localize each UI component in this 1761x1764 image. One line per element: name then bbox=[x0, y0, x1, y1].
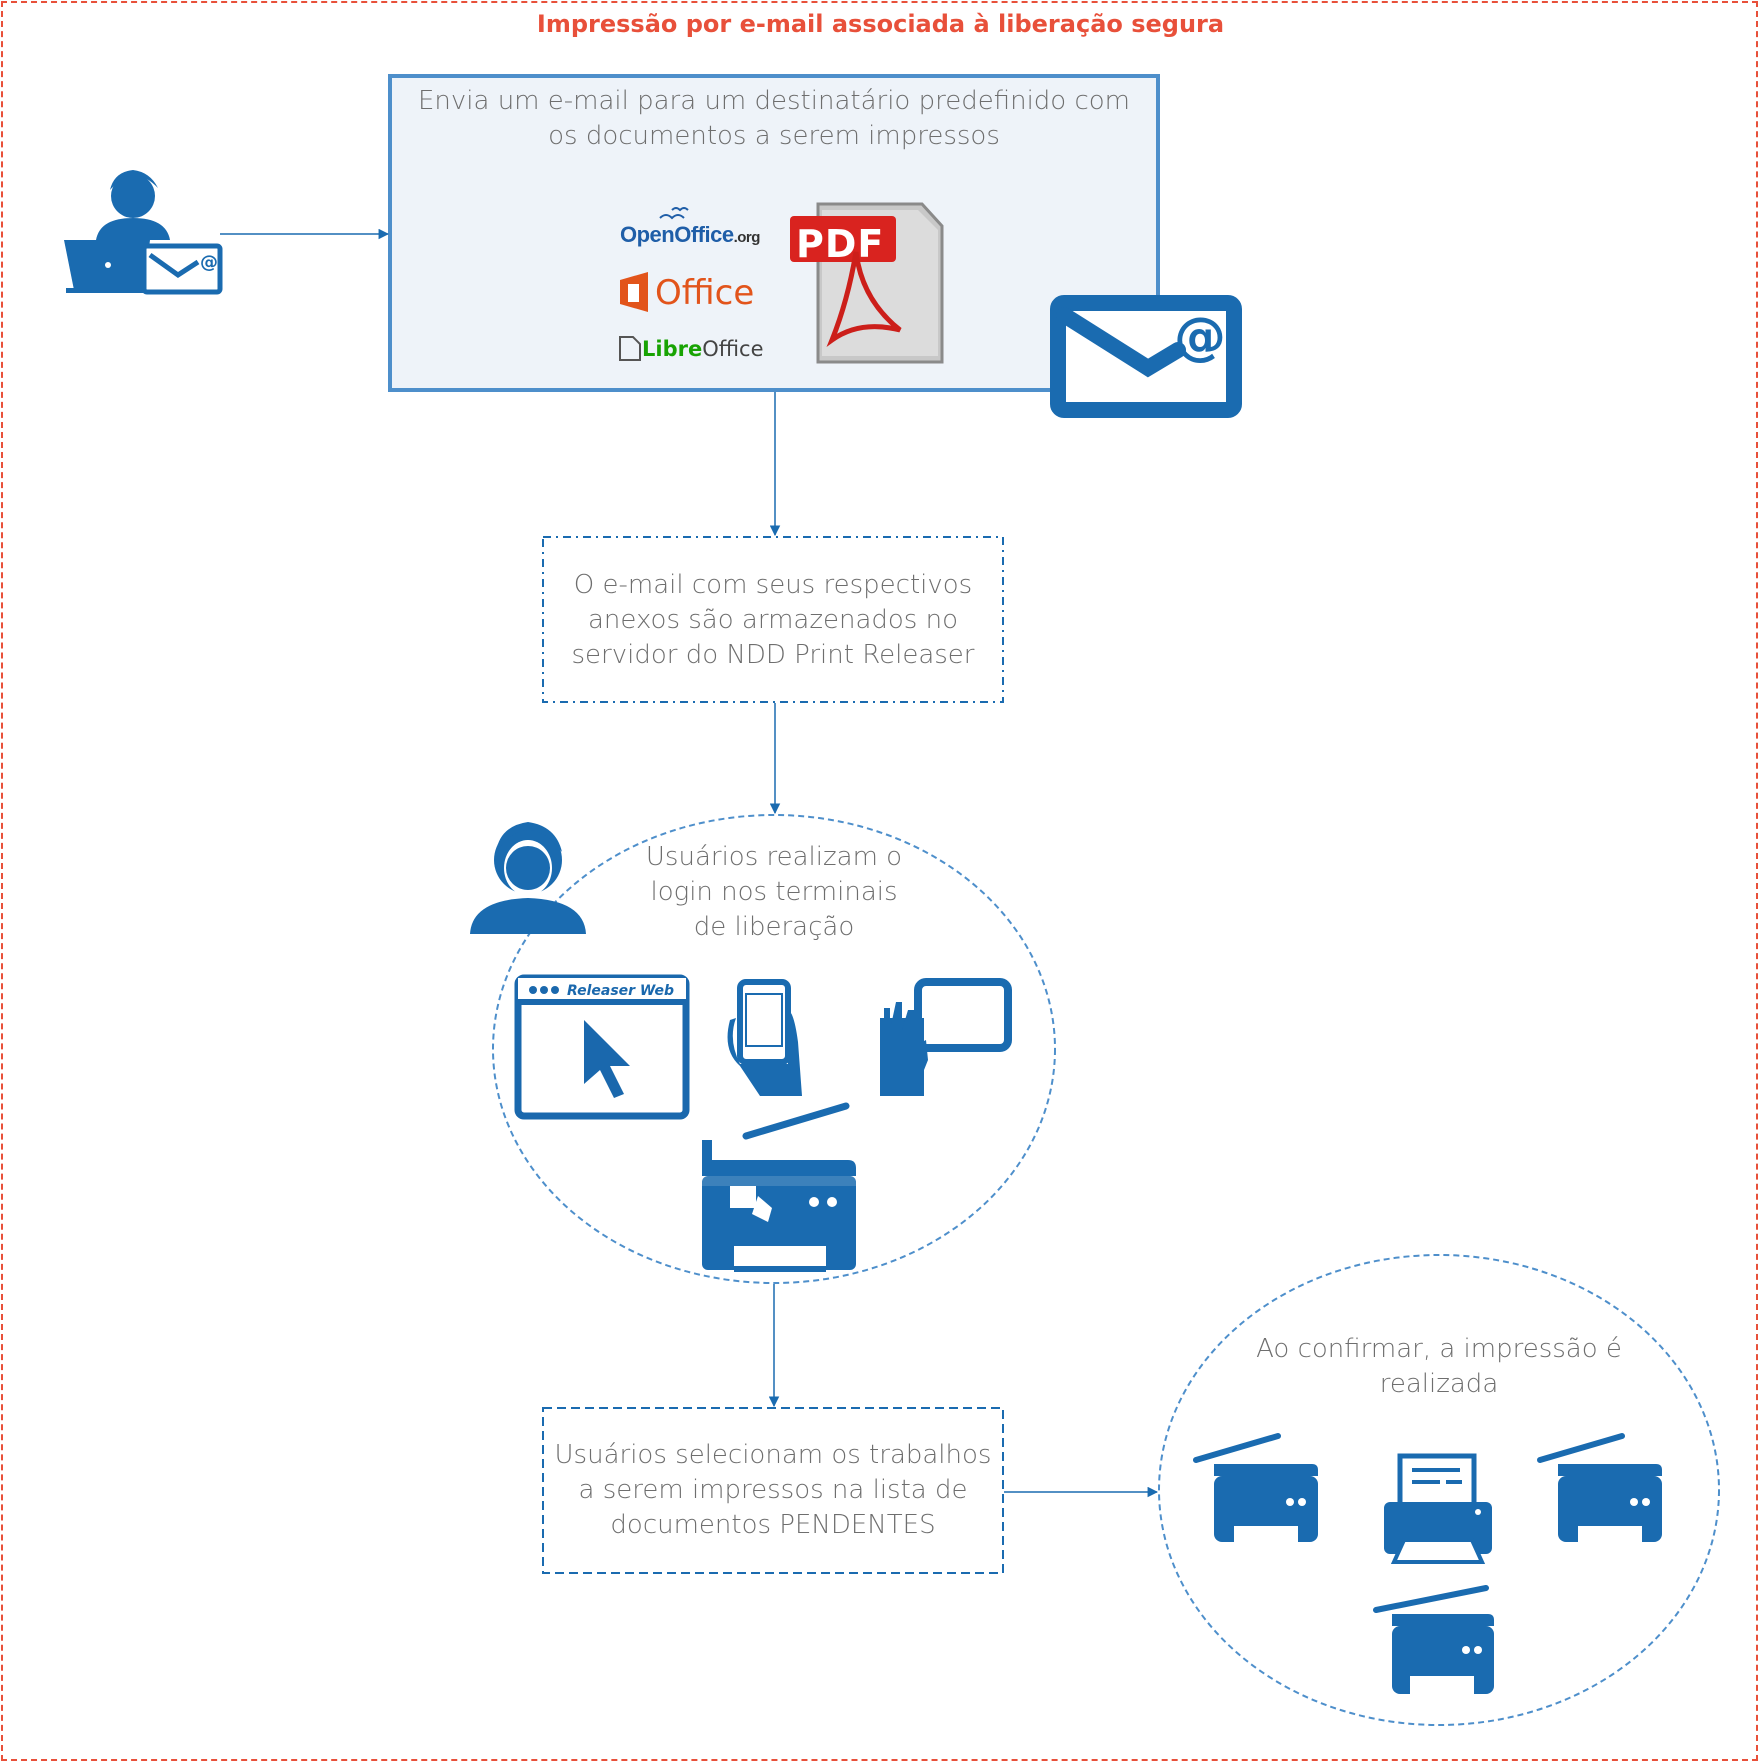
printer-icon bbox=[1193, 1433, 1318, 1542]
libreoffice-logo-prefix: Libre bbox=[642, 337, 703, 361]
libreoffice-doc-icon bbox=[619, 336, 641, 361]
printer-icon bbox=[1373, 1585, 1494, 1694]
releaser-web-label: Releaser Web bbox=[567, 983, 674, 999]
select-jobs-text: Usuários selecionam os trabalhos a serem… bbox=[554, 1440, 992, 1540]
login-text: Usuários realizam o login nos terminais … bbox=[645, 842, 903, 942]
svg-text:@: @ bbox=[200, 252, 218, 273]
openoffice-gulls-icon bbox=[659, 207, 689, 220]
email-at-icon: @ bbox=[1050, 295, 1242, 418]
select-jobs-box bbox=[542, 1407, 1004, 1574]
office-logo-label: Office bbox=[655, 273, 755, 313]
user-laptop-email-icon: @ bbox=[64, 170, 223, 295]
login-ellipse bbox=[492, 814, 1056, 1284]
openoffice-logo-suffix: .org bbox=[733, 229, 761, 246]
releaser-web-browser-icon bbox=[514, 974, 690, 1120]
confirm-text: Ao confirmar, a impressão é realizada bbox=[1256, 1334, 1622, 1399]
smartphone-hand-icon bbox=[727, 979, 802, 1096]
user-avatar-icon bbox=[470, 822, 586, 934]
mfp-printer-touch-icon bbox=[702, 1102, 856, 1272]
stored-text: O e-mail com seus respectivos anexos são… bbox=[571, 570, 975, 670]
pdf-label: PDF bbox=[796, 222, 885, 266]
printer-icon bbox=[1384, 1453, 1492, 1564]
send-email-box bbox=[388, 74, 1160, 392]
tablet-hand-icon bbox=[880, 978, 1012, 1096]
stored-box bbox=[542, 536, 1004, 703]
pdf-document-icon bbox=[790, 202, 944, 364]
confirm-ellipse bbox=[1158, 1254, 1720, 1726]
printer-icon bbox=[1537, 1433, 1662, 1542]
diagram-title: Impressão por e-mail associada à liberaç… bbox=[536, 10, 1225, 38]
openoffice-logo: OpenOffice.org bbox=[620, 222, 760, 248]
libreoffice-logo-suffix: Office bbox=[702, 337, 764, 361]
office-logo-icon bbox=[620, 272, 648, 312]
openoffice-logo-name: OpenOffice bbox=[620, 222, 734, 247]
libreoffice-logo: LibreOffice bbox=[642, 337, 764, 361]
svg-text:@: @ bbox=[1174, 307, 1226, 367]
send-email-text: Envia um e-mail para um destinatário pre… bbox=[417, 86, 1131, 151]
